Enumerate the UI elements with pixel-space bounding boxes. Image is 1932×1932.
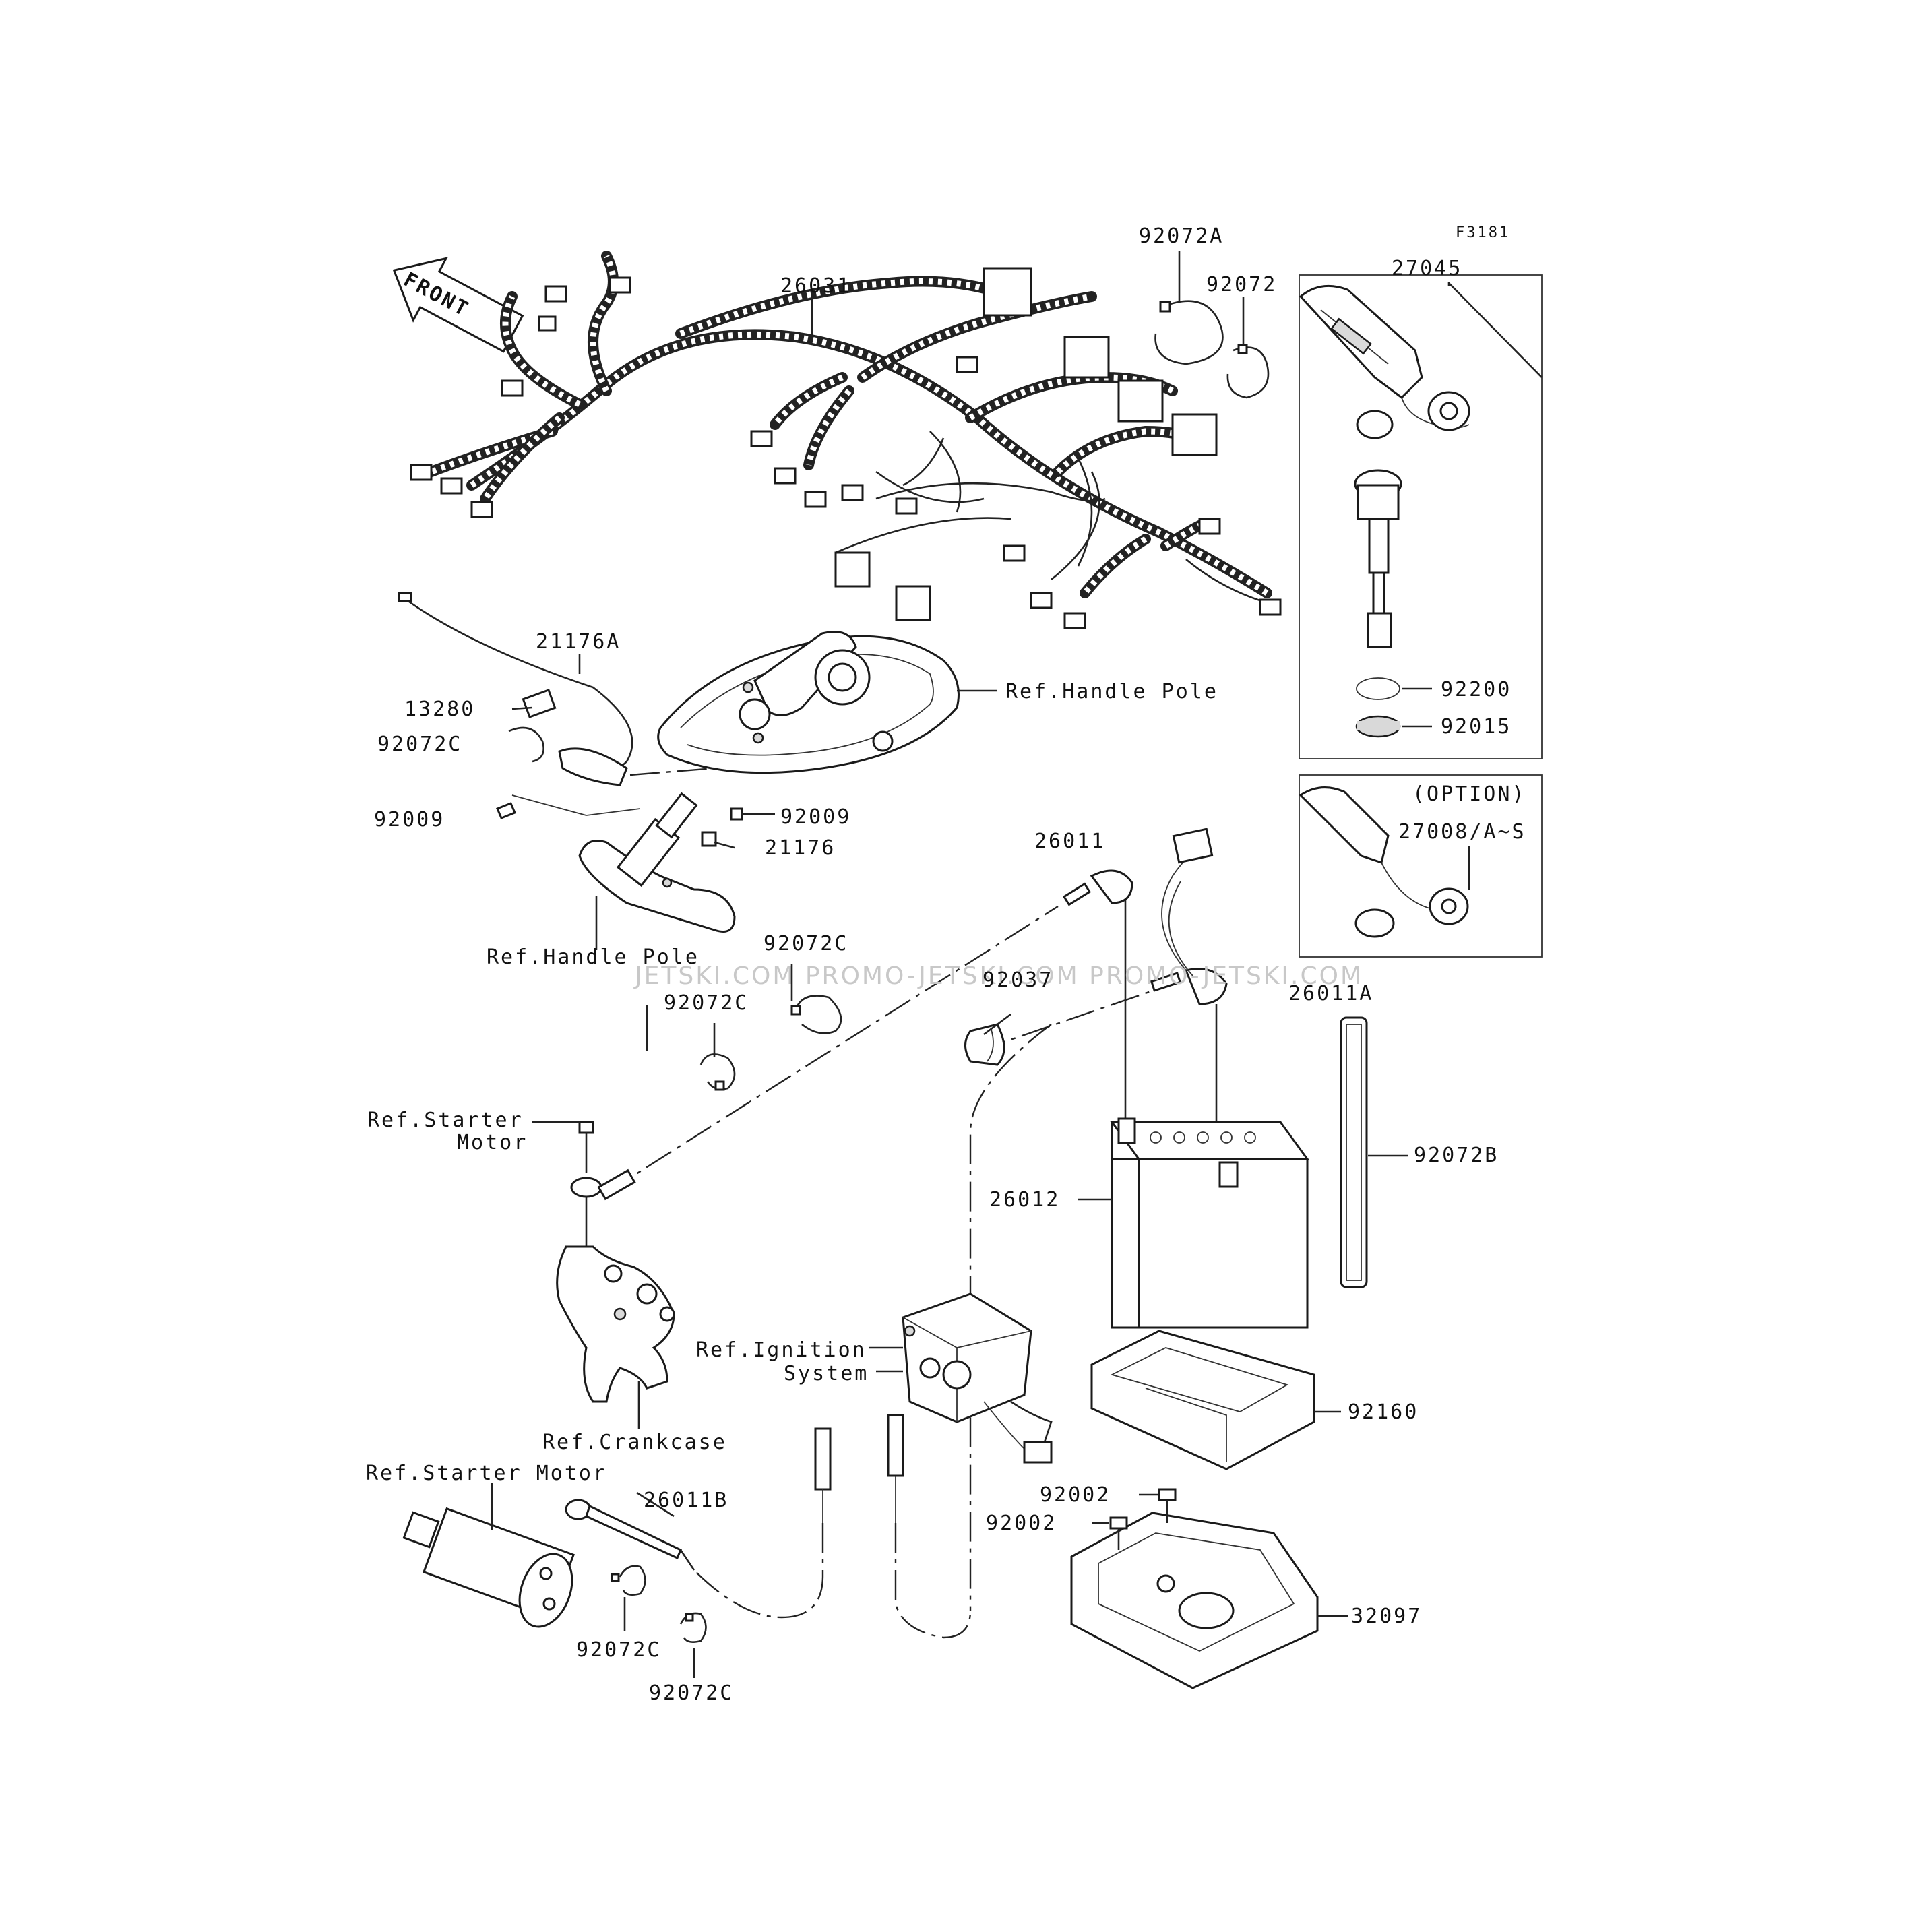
strap-92072b [1340, 1016, 1408, 1288]
crankcase-bracket [556, 1245, 675, 1429]
callout-92037: 92037 [983, 968, 1053, 992]
clamp-92072c-mid-2 [699, 1053, 736, 1091]
callout-ref-crankcase: Ref.Crankcase [542, 1431, 727, 1454]
callout-ref-handle-pole-2: Ref.Handle Pole [487, 945, 699, 969]
callout-92072c-5: 92072C [649, 1681, 734, 1705]
callout-27045: 27045 [1392, 257, 1462, 280]
callout-92072b: 92072B [1414, 1144, 1499, 1167]
callout-27008: 27008/A~S [1398, 820, 1526, 844]
callout-92072a: 92072A [1139, 224, 1224, 248]
callout-92200: 92200 [1441, 678, 1512, 702]
callout-ref-starter-motor-1b: Motor [457, 1131, 528, 1154]
option-box-27008 [1299, 774, 1543, 958]
callout-92009-1: 92009 [374, 808, 445, 832]
callout-92002-1: 92002 [1040, 1483, 1111, 1507]
bolt-92002-1 [1139, 1488, 1177, 1523]
callout-ref-handle-pole-1: Ref.Handle Pole [1005, 680, 1218, 704]
clamp-92072c-low-1 [611, 1565, 646, 1631]
watermark: JETSKI.COM PROMO-JETSKI.COM PROMO-JETSKI… [633, 962, 1363, 990]
callout-92009-2: 92009 [780, 805, 851, 829]
battery-cables [606, 828, 1228, 1611]
callout-92015: 92015 [1441, 715, 1512, 739]
callout-92072c-4: 92072C [576, 1638, 661, 1662]
clamp-92072c-low-2 [679, 1612, 707, 1678]
starter-motor-lower [402, 1483, 695, 1628]
lead-21176a [398, 592, 715, 816]
callout-92002-2: 92002 [986, 1512, 1057, 1535]
figure-code: F3181 [1456, 224, 1510, 241]
callout-ref-starter-motor-2: Ref.Starter Motor [366, 1462, 607, 1485]
callout-option: (OPTION) [1412, 782, 1526, 806]
callout-26031: 26031 [780, 274, 851, 298]
battery-26012 [1078, 1117, 1309, 1329]
ignition-system [693, 1292, 1053, 1639]
callout-21176a: 21176A [536, 630, 621, 654]
callout-21176: 21176 [765, 836, 836, 860]
callout-13280: 13280 [404, 697, 475, 721]
callout-ref-starter-motor-1a: Ref.Starter [367, 1109, 524, 1132]
clamp-92072 [1226, 344, 1270, 399]
callout-26011: 26011 [1034, 830, 1105, 853]
callout-92072c-2: 92072C [764, 932, 848, 956]
clamp-92072a [1154, 300, 1224, 365]
callout-92072c-3: 92072C [664, 991, 749, 1015]
bolt-92002-2 [1092, 1516, 1128, 1550]
callout-26012: 26012 [989, 1188, 1060, 1212]
callout-92072: 92072 [1206, 273, 1277, 297]
callout-ref-ignition-b: System [784, 1362, 869, 1385]
battery-tray-32097 [1070, 1512, 1348, 1689]
callout-92072c-1: 92072C [377, 733, 462, 756]
callout-26011b: 26011B [644, 1489, 728, 1512]
handle-pole-upper [657, 631, 997, 774]
leader-lines [511, 251, 1450, 1057]
handle-pole-lower [496, 792, 775, 950]
kit-box-27045 [1299, 274, 1543, 759]
callout-32097: 32097 [1351, 1604, 1422, 1628]
callout-92160: 92160 [1348, 1400, 1419, 1424]
starter-bolt-area [532, 1121, 636, 1260]
clamp-92072c-mid-1 [790, 995, 842, 1034]
battery-case-92160 [1090, 1330, 1341, 1470]
callout-ref-ignition-a: Ref.Ignition [696, 1338, 867, 1362]
callout-26011a: 26011A [1288, 982, 1373, 1005]
main-harness [410, 251, 1282, 629]
